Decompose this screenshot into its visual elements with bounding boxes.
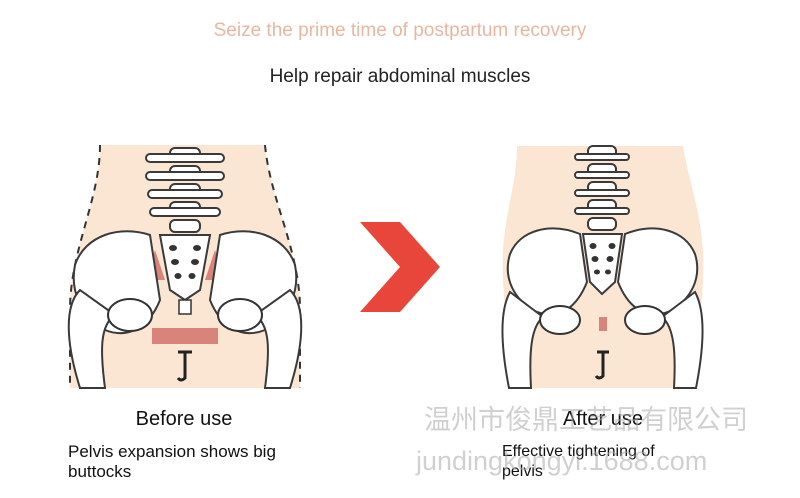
after-title: After use <box>562 408 644 430</box>
after-caption: Effective tightening of pelvis <box>502 443 655 480</box>
before-title: Before use <box>135 408 233 430</box>
pelvis-before-illustration <box>67 144 303 389</box>
watermark-url: jundingkongyi.1688.com <box>416 446 708 476</box>
subheadline: Help repair abdominal muscles <box>269 66 531 87</box>
chevron-right-icon <box>360 222 440 312</box>
headline: Seize the prime time of postpartum recov… <box>213 20 587 41</box>
before-caption: Pelvis expansion shows big buttocks <box>68 442 276 481</box>
pelvis-after-illustration <box>501 145 704 389</box>
watermark-company: 温州市俊鼎工艺品有限公司 <box>424 405 748 435</box>
